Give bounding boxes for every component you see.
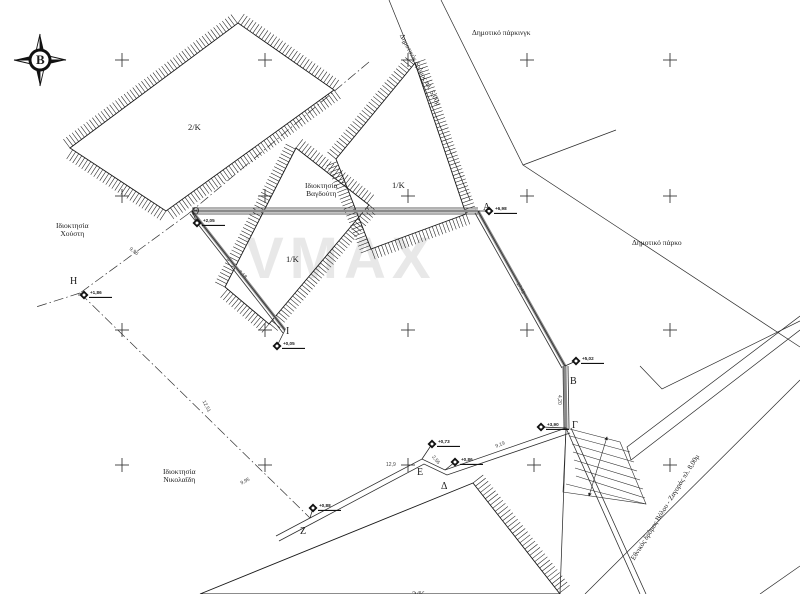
- national-road-edge-right: [584, 379, 800, 594]
- subject-parcel-outline-dark: [189, 207, 570, 429]
- survey-point-label-G: Γ: [572, 420, 578, 431]
- subject-parcel-outline: [190, 209, 568, 429]
- elevation-value-Z: +0,88: [319, 503, 331, 508]
- north-letter: Β: [36, 52, 45, 67]
- survey-point-D: [444, 457, 483, 471]
- right-leg-boundary: [559, 427, 647, 594]
- parcel-code-label: 2/K: [188, 122, 201, 132]
- elevation-value-H: +1,86: [90, 290, 102, 295]
- dimension-label: 12,9: [386, 462, 396, 468]
- survey-point-G: [536, 422, 569, 432]
- national-road-edge-left: [626, 315, 800, 461]
- stair-ramp-detail: [562, 427, 647, 505]
- survey-point-label-A: Α: [483, 202, 491, 213]
- survey-point-E: [421, 439, 460, 460]
- survey-point-label-H: Η: [70, 276, 78, 287]
- owner-name-line: Ιδιοκτησία: [56, 221, 89, 230]
- elevation-value-G: +3,90: [547, 422, 559, 427]
- owner-name-line: Χούστη: [60, 228, 85, 238]
- survey-point-label-I: Ι: [286, 326, 290, 337]
- survey-point-I: [272, 329, 305, 351]
- public-area-label: Δημοτικό πάρκο: [632, 238, 682, 247]
- survey-point-label-B: Β: [570, 376, 577, 387]
- national-road-tail: [759, 565, 800, 594]
- dimension-label: 4,20: [556, 395, 562, 405]
- road-and-boundary-lines: [388, 0, 800, 594]
- survey-point-label-E: Ε: [417, 467, 424, 478]
- survey-point-label-TH: Θ: [192, 206, 200, 217]
- elevation-value-E: +0,73: [438, 439, 450, 444]
- park-boundary-upper: [522, 129, 617, 166]
- survey-point-label-Z: Ζ: [300, 526, 307, 537]
- elevation-value-D: +0,86: [461, 457, 473, 462]
- owner-name-line: Ιδιοκτησία: [305, 181, 338, 190]
- hatch-ticks: [63, 13, 570, 594]
- owner-name-line: Βαγδούτη: [306, 188, 337, 198]
- elevation-value-I: +0,05: [283, 341, 295, 346]
- park-wedge-upper: [639, 320, 800, 390]
- building-block-2k-bottom: [199, 482, 561, 594]
- north-arrow-icon: [13, 33, 67, 87]
- parcel-code-label: 2/K: [412, 589, 425, 594]
- parcel-code-label: 1/K: [286, 254, 299, 264]
- public-area-label: Δημοτικό πάρκινγκ: [472, 28, 531, 37]
- dashdot-property-boundary: [35, 61, 370, 519]
- owner-name-line: Ιδιοκτησία: [163, 467, 196, 476]
- survey-point-Z: [308, 503, 341, 519]
- compass-rose: [13, 33, 67, 87]
- building-block-1k-middle: [224, 147, 370, 325]
- survey-point-markers: [78, 206, 604, 519]
- owner-name-line: Νικολαΐδη: [163, 474, 196, 484]
- survey-point-TH: [191, 210, 225, 228]
- municipal-road-edge-right: [440, 0, 800, 348]
- survey-point-B: [564, 356, 604, 367]
- survey-point-H: [78, 290, 112, 300]
- survey-point-A: [478, 206, 517, 216]
- grid-cross-marks: [115, 53, 677, 472]
- elevation-value-TH: +2,05: [203, 218, 215, 223]
- elevation-value-A: +6,98: [495, 206, 507, 211]
- survey-point-label-D: Δ: [441, 481, 448, 492]
- parcel-code-label: 1/K: [392, 180, 405, 190]
- lower-boundary-chain: [275, 427, 571, 542]
- elevation-value-B: +5,02: [582, 356, 594, 361]
